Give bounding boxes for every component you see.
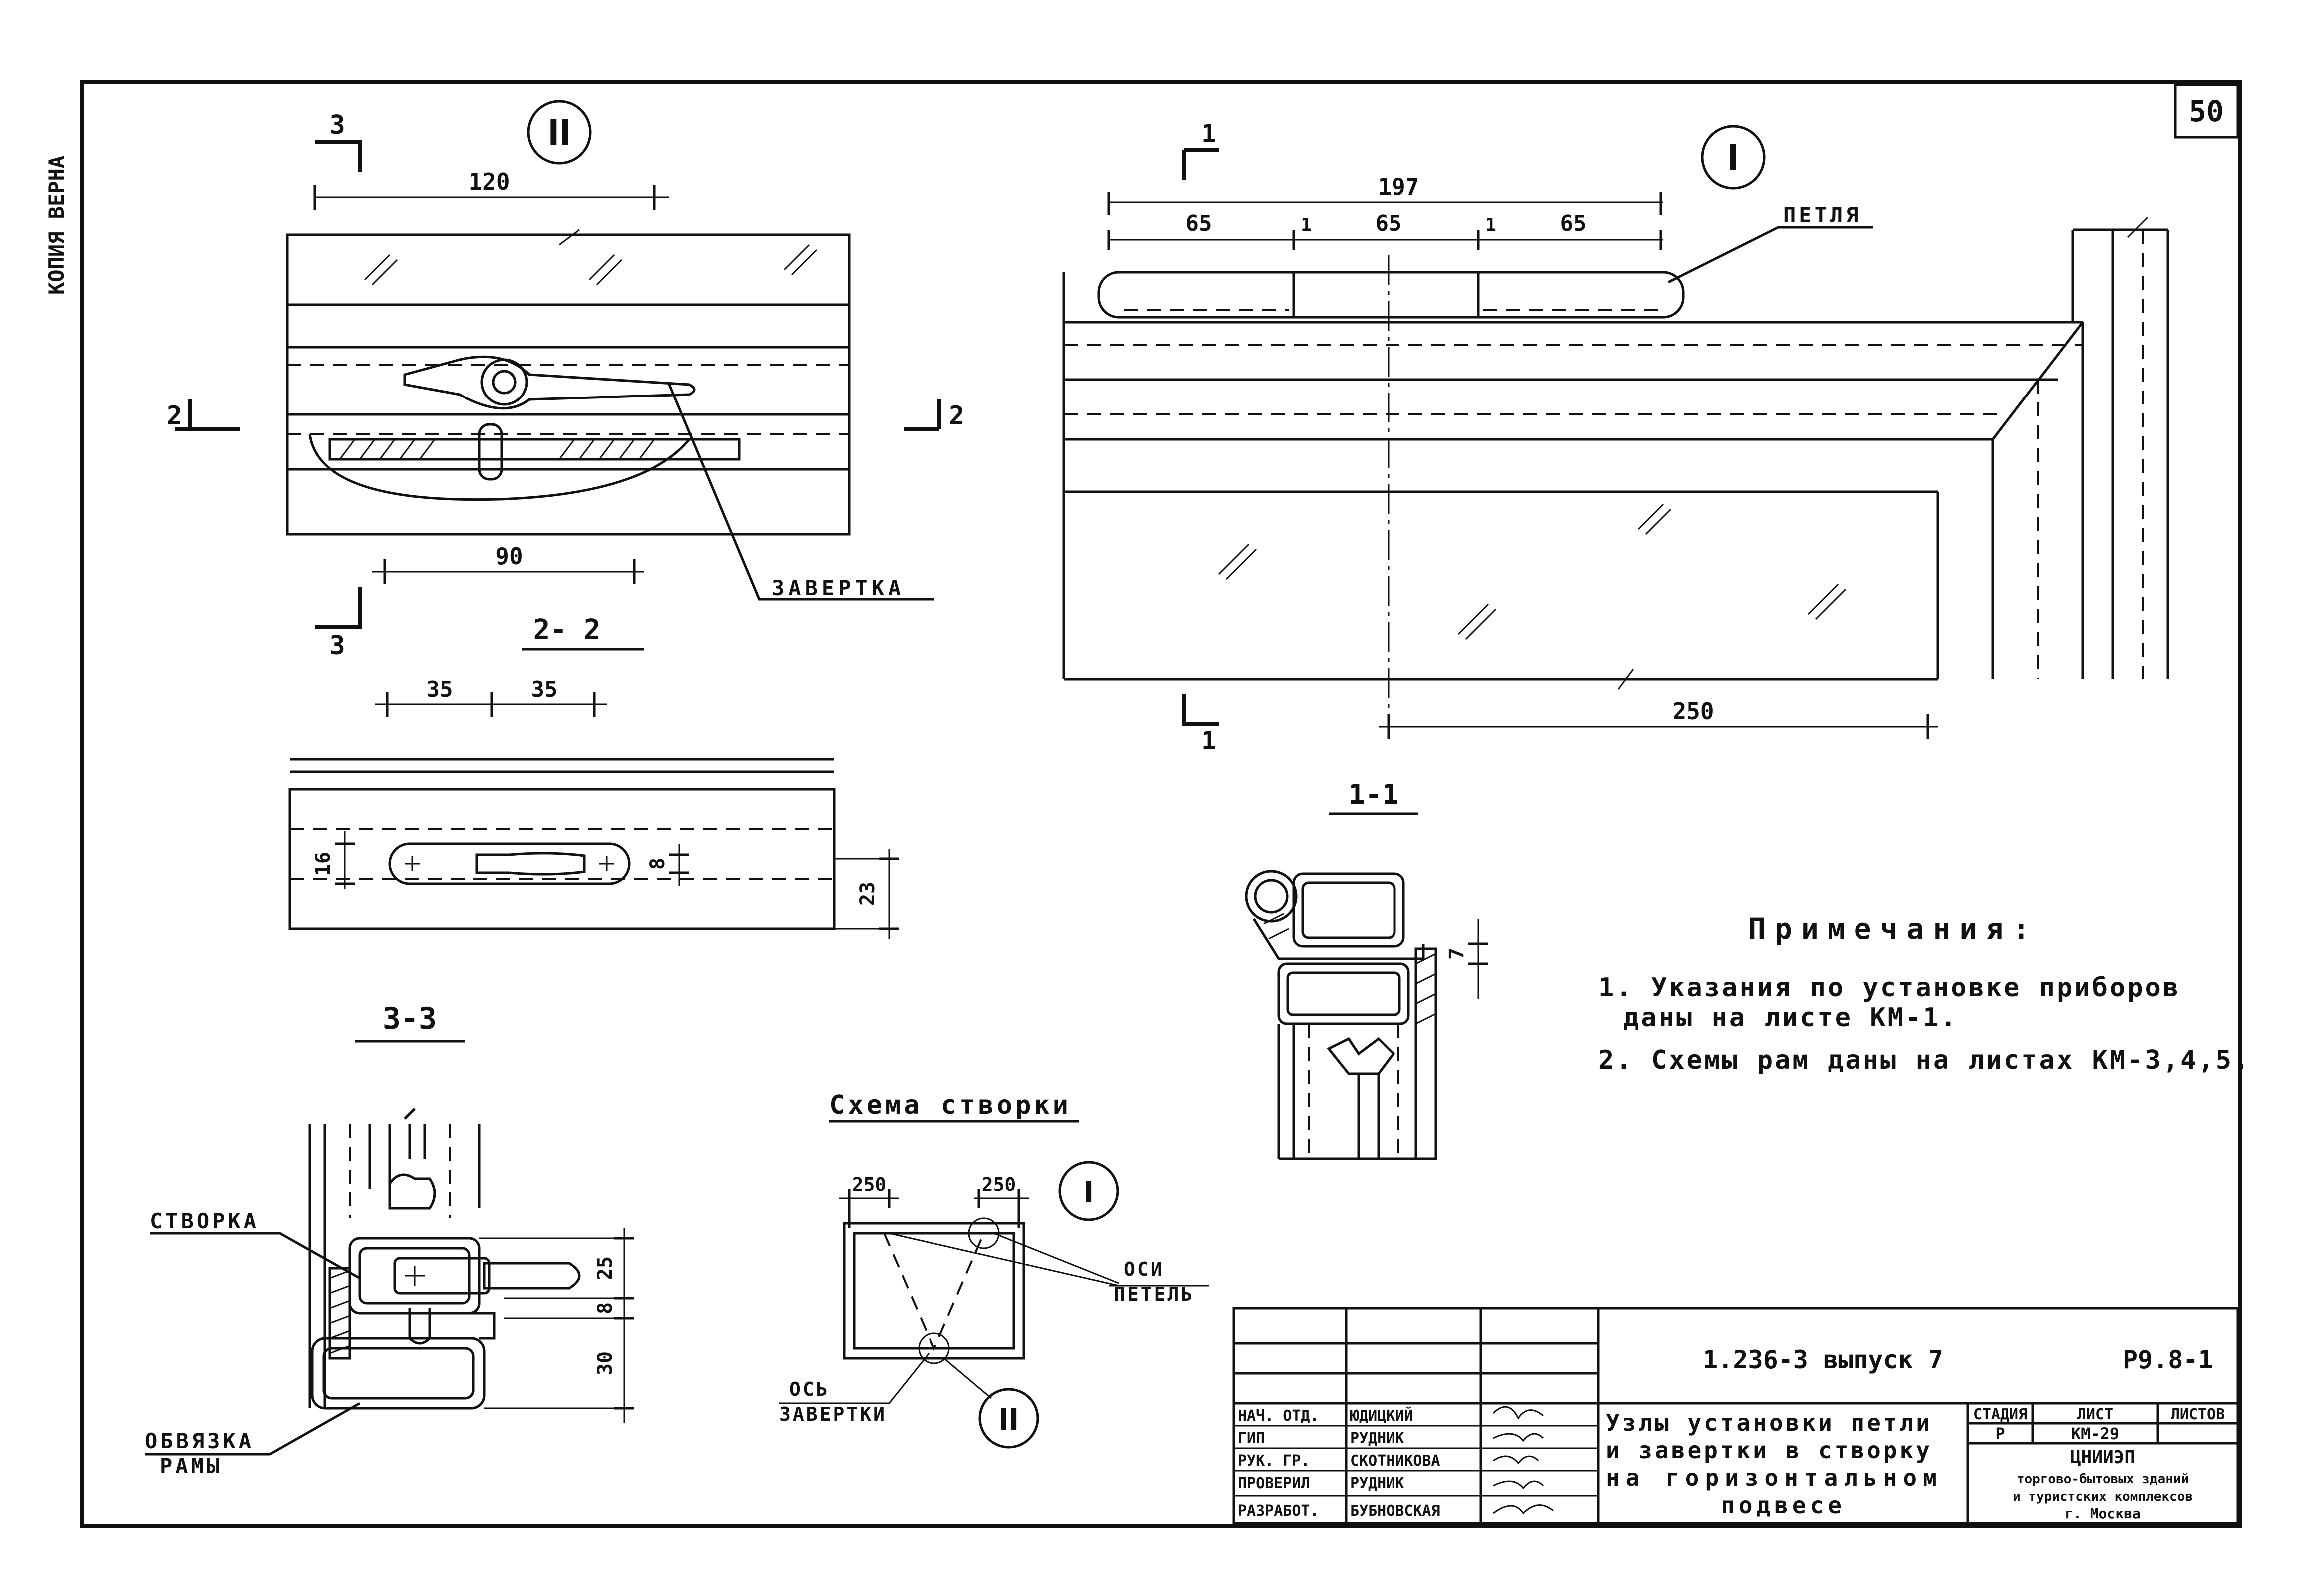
dim-35-b: 35 xyxy=(531,677,558,702)
dim-250-s2: 250 xyxy=(982,1174,1016,1195)
callout-petlya: ПЕТЛЯ xyxy=(1783,203,1861,227)
title-line-1: Узлы установки петли xyxy=(1606,1409,1932,1436)
sash-scheme: Схема створки 250 250 I II ОСИ ПЕТЕЛЬ ОС… xyxy=(779,1090,1209,1449)
col-stage: СТАДИЯ xyxy=(1973,1406,2027,1423)
node-one-view: I 1 197 65 1 65 1 65 ПЕТЛЯ xyxy=(1062,119,2169,755)
doc-ref: Р9.8-1 xyxy=(2123,1345,2213,1374)
note-2: 2. Схемы рам даны на листах КМ-3,4,5. xyxy=(1598,1045,2251,1075)
section-mark-1-top: 1 xyxy=(1201,119,1216,148)
sheet-number: 50 xyxy=(2189,94,2224,128)
title-1-1: 1-1 xyxy=(1348,779,1398,811)
node-one-circle xyxy=(1701,125,1766,190)
callout-obvyazka-1: ОБВЯЗКА xyxy=(145,1429,254,1453)
dim-8-b: 8 xyxy=(594,1302,617,1314)
sheet-value: КМ-29 xyxy=(2071,1424,2119,1443)
title-line-4: подвесе xyxy=(1721,1492,1846,1519)
node-two-circle xyxy=(527,100,592,165)
section-mark-3-top: 3 xyxy=(329,110,345,140)
tb-name-1: РУДНИК xyxy=(1350,1430,1404,1447)
tb-name-0: ЮДИЦКИЙ xyxy=(1350,1407,1413,1425)
tb-name-4: БУБНОВСКАЯ xyxy=(1350,1502,1440,1520)
section-mark-2-left: 2 xyxy=(167,401,182,431)
dim-120: 120 xyxy=(468,168,510,195)
callout-os-petel-1: ОСИ xyxy=(1124,1258,1164,1280)
section-mark-3-bottom: 3 xyxy=(329,631,345,661)
notes: Примечания: 1. Указания по установке при… xyxy=(1598,912,2251,1075)
dim-65-b: 65 xyxy=(1376,211,1402,236)
node-two-label: II xyxy=(548,112,571,153)
dim-1-b: 1 xyxy=(1485,215,1496,235)
callout-stvorka: СТВОРКА xyxy=(150,1209,259,1233)
callout-os-zav-2: ЗАВЕРТКИ xyxy=(779,1403,887,1425)
dim-35-a: 35 xyxy=(427,677,453,702)
dim-197: 197 xyxy=(1378,173,1419,200)
callout-os-zav-1: ОСЬ xyxy=(789,1378,830,1400)
title-3-3: 3-3 xyxy=(383,1001,437,1036)
title-line-3: на горизонтальном xyxy=(1606,1464,1943,1491)
tb-name-3: РУДНИК xyxy=(1350,1475,1404,1492)
stage-value: Р xyxy=(1995,1424,2005,1443)
dim-25: 25 xyxy=(594,1256,617,1280)
tb-role-4: РАЗРАБОТ. xyxy=(1238,1502,1319,1520)
dim-250: 250 xyxy=(1672,698,1714,725)
tb-role-1: ГИП xyxy=(1238,1430,1265,1447)
doc-code: 1.236-3 выпуск 7 xyxy=(1703,1345,1943,1374)
section-mark-1-bottom: 1 xyxy=(1201,726,1216,755)
org-line-4: г. Москва xyxy=(2065,1505,2141,1522)
dim-7: 7 xyxy=(1445,948,1468,960)
note-1-line-1: 1. Указания по установке приборов xyxy=(1598,973,2180,1003)
title-scheme: Схема створки xyxy=(829,1090,1071,1120)
callout-obvyazka-2: РАМЫ xyxy=(160,1454,222,1478)
sheet-number-box xyxy=(2174,83,2239,139)
section-1-1: 1-1 7 xyxy=(1245,779,1488,1160)
org-line-2: торгово-бытовых зданий xyxy=(2017,1472,2189,1487)
note-1-line-2: даны на листе КМ-1. xyxy=(1623,1003,1958,1033)
scheme-node-one-label: I xyxy=(1084,1175,1094,1210)
tb-role-0: НАЧ. ОТД. xyxy=(1238,1407,1319,1425)
col-sheets: ЛИСТОВ xyxy=(2171,1406,2225,1423)
col-sheet: ЛИСТ xyxy=(2077,1406,2113,1423)
dim-65-c: 65 xyxy=(1560,211,1587,236)
tb-role-2: РУК. ГР. xyxy=(1238,1452,1310,1470)
section-2-2: 2- 2 35 35 16 8 23 xyxy=(288,614,899,939)
sheet-border xyxy=(80,80,2242,1528)
section-3-3: 3-3 СТВОРКА xyxy=(145,1001,634,1478)
dim-23: 23 xyxy=(856,882,879,906)
tb-role-3: ПРОВЕРИЛ xyxy=(1238,1475,1310,1492)
node-one-label: I xyxy=(1727,137,1739,178)
section-mark-2-right: 2 xyxy=(949,401,964,431)
dim-30: 30 xyxy=(594,1351,617,1375)
dim-90: 90 xyxy=(495,543,523,570)
dim-250-s1: 250 xyxy=(852,1174,887,1195)
title-2-2: 2- 2 xyxy=(533,614,601,646)
org-line-3: и туристских комплексов xyxy=(2013,1489,2193,1504)
dim-16: 16 xyxy=(312,852,335,876)
tb-name-2: СКОТНИКОВА xyxy=(1350,1452,1440,1470)
scheme-node-two xyxy=(978,1388,1039,1449)
margin-note: КОПИЯ ВЕРНА xyxy=(44,156,69,295)
org-line-1: ЦНИИЭП xyxy=(2070,1447,2135,1468)
title-block: 1.236-3 выпуск 7 Р9.8-1 Узлы установки п… xyxy=(1232,1307,2239,1525)
notes-title: Примечания: xyxy=(1748,912,2039,946)
callout-zavertka: ЗАВЕРТКА xyxy=(772,576,905,600)
dim-1-a: 1 xyxy=(1301,215,1312,235)
title-line-2: и завертки в створку xyxy=(1606,1437,1932,1464)
scheme-node-two-label: II xyxy=(999,1402,1019,1437)
dim-8: 8 xyxy=(646,858,669,870)
node-two-view: II 3 120 xyxy=(167,100,964,661)
scheme-node-one xyxy=(1058,1161,1119,1221)
callout-os-petel-2: ПЕТЕЛЬ xyxy=(1114,1283,1194,1305)
dim-65-a: 65 xyxy=(1186,211,1212,236)
